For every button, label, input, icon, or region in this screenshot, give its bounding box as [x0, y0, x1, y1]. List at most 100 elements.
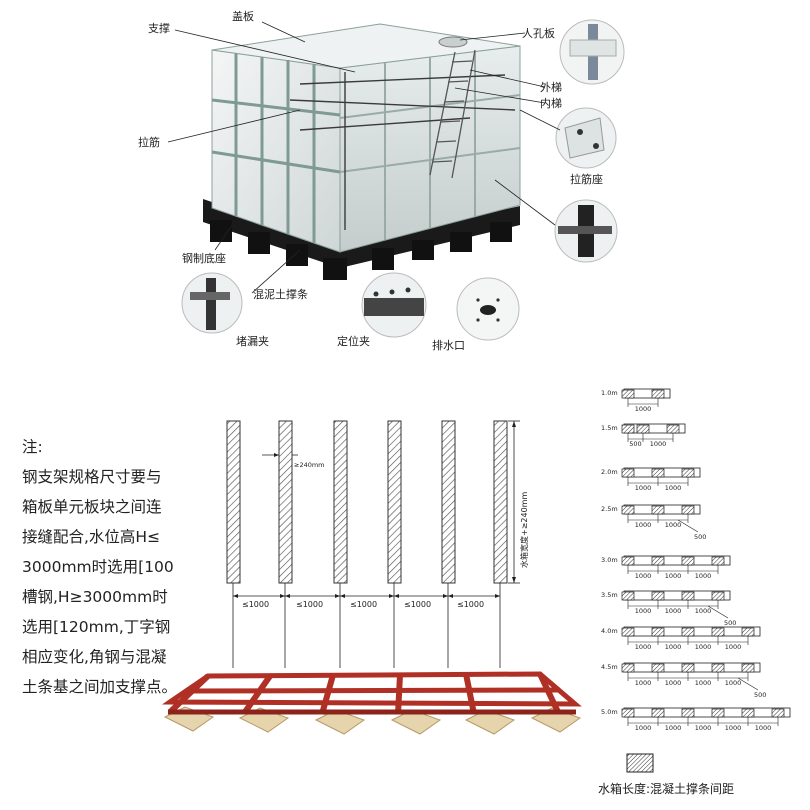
manhole-cover [438, 36, 468, 48]
tank-illustration [203, 23, 521, 280]
spacing-table: 1.0m 1000 1.5m 500 1000 2.0m 1000 1000 2.5m 1000 1… [601, 388, 791, 732]
strip [441, 420, 456, 584]
row-dimension-label: 1000 [665, 484, 682, 492]
row-length-label: 3.0m [601, 556, 618, 564]
detail-manhole [559, 19, 625, 85]
concrete-block [681, 627, 695, 637]
legend-swatch [626, 753, 654, 773]
row-dimension-label: 1000 [665, 643, 682, 651]
row-dimension-label: 1000 [695, 679, 712, 687]
strip [278, 420, 293, 584]
side-dimension-label: 水箱宽度+≥240mm [519, 492, 529, 568]
row-dimension-label: 1000 [635, 484, 652, 492]
spacing-label-2: ≤1000 [296, 600, 323, 609]
row-extra-label: 500 [754, 691, 766, 699]
beam-diagram: ≥240mm 水箱宽度+≥240mm ≤1000 ≤1000 ≤1000 ≤1 [226, 420, 529, 668]
concrete-block [771, 708, 785, 718]
concrete-strip [248, 232, 270, 254]
note-line: 土条基之间加支撑点。 [22, 678, 178, 696]
spacing-label-3: ≤1000 [350, 600, 377, 609]
concrete-block [711, 556, 725, 566]
concrete-block [621, 708, 635, 718]
concrete-block [651, 505, 665, 515]
concrete-block [621, 424, 635, 434]
note-block: 注: 钢支架规格尺寸要与 箱板单元板块之间连 接缝配合,水位高H≤ 3000mm… [22, 432, 202, 702]
row-dimension-label: 1000 [635, 572, 652, 580]
concrete-strip [372, 248, 394, 270]
concrete-block [651, 627, 665, 637]
label-outer-ladder: 外梯 [540, 81, 562, 94]
note-line: 接缝配合,水位高H≤ [22, 528, 161, 546]
label-concrete-strip: 混泥土撑条 [253, 287, 308, 301]
concrete-block [621, 556, 635, 566]
concrete-strip [490, 222, 512, 242]
detail-drain-outlet [456, 277, 520, 341]
label-leak-clamp: 堵漏夹 [236, 334, 269, 348]
label-drain-outlet: 排水口 [432, 338, 465, 352]
concrete-block [666, 424, 680, 434]
row-dimension-label: 1000 [635, 724, 652, 732]
row-dimension-label: 1000 [635, 521, 652, 529]
row-length-label: 4.5m [601, 663, 618, 671]
row-dimension-label: 1000 [725, 679, 742, 687]
concrete-block [621, 663, 635, 673]
row-dimension-label: 1000 [665, 679, 682, 687]
concrete-block [651, 591, 665, 601]
row-length-label: 2.5m [601, 505, 618, 513]
concrete-block [621, 389, 635, 399]
row-length-label: 5.0m [601, 708, 618, 716]
row-dimension-label: 1000 [725, 643, 742, 651]
tank-outline [623, 707, 791, 718]
row-dimension-label: 1000 [695, 607, 712, 615]
strip [387, 420, 402, 584]
strip [493, 420, 508, 584]
concrete-block [621, 627, 635, 637]
note-line: 钢支架规格尺寸要与 [22, 468, 162, 486]
concrete-block [636, 424, 650, 434]
concrete-block [621, 468, 635, 478]
row-length-label: 1.0m [601, 389, 618, 397]
row-length-label: 4.0m [601, 627, 618, 635]
note-line: 选用[120mm,丁字钢 [22, 618, 171, 636]
note-line: 槽钢,H≥3000mm时 [22, 588, 168, 606]
label-tie-bar: 拉筋 [138, 135, 160, 149]
row-dimension-label: 500 [629, 440, 641, 448]
row-extra-label: 500 [724, 619, 736, 627]
steel-frame [161, 671, 582, 735]
row-dimension-label: 1000 [635, 405, 652, 413]
row-extra-label: 500 [694, 533, 706, 541]
row-dimension-label: 1000 [635, 643, 652, 651]
concrete-strip [210, 220, 232, 242]
concrete-block [651, 708, 665, 718]
concrete-block [681, 663, 695, 673]
concrete-block [651, 556, 665, 566]
concrete-block [651, 663, 665, 673]
row-dimension-label: 1000 [755, 724, 772, 732]
detail-base-bracket [554, 199, 618, 263]
row-dimension-label: 1000 [665, 521, 682, 529]
concrete-block [711, 708, 725, 718]
ladder [429, 49, 476, 179]
concrete-block [681, 556, 695, 566]
concrete-block [711, 627, 725, 637]
note-title: 注: [22, 438, 43, 456]
row-length-label: 3.5m [601, 591, 618, 599]
concrete-block [651, 389, 665, 399]
row-length-label: 2.0m [601, 468, 618, 476]
concrete-block [651, 468, 665, 478]
concrete-block [681, 468, 695, 478]
label-support: 支撑 [148, 21, 170, 35]
concrete-block [741, 663, 755, 673]
strip-width-label: ≥240mm [294, 461, 325, 469]
concrete-block [711, 663, 725, 673]
concrete-block [681, 505, 695, 515]
spacing-label-5: ≤1000 [457, 600, 484, 609]
label-cover-plate: 盖板 [232, 9, 254, 23]
concrete-block [681, 708, 695, 718]
concrete-block [711, 591, 725, 601]
row-dimension-label: 1000 [635, 607, 652, 615]
row-length-label: 1.5m [601, 424, 618, 432]
row-dimension-label: 1000 [665, 572, 682, 580]
detail-positioning-clamp [361, 272, 427, 338]
